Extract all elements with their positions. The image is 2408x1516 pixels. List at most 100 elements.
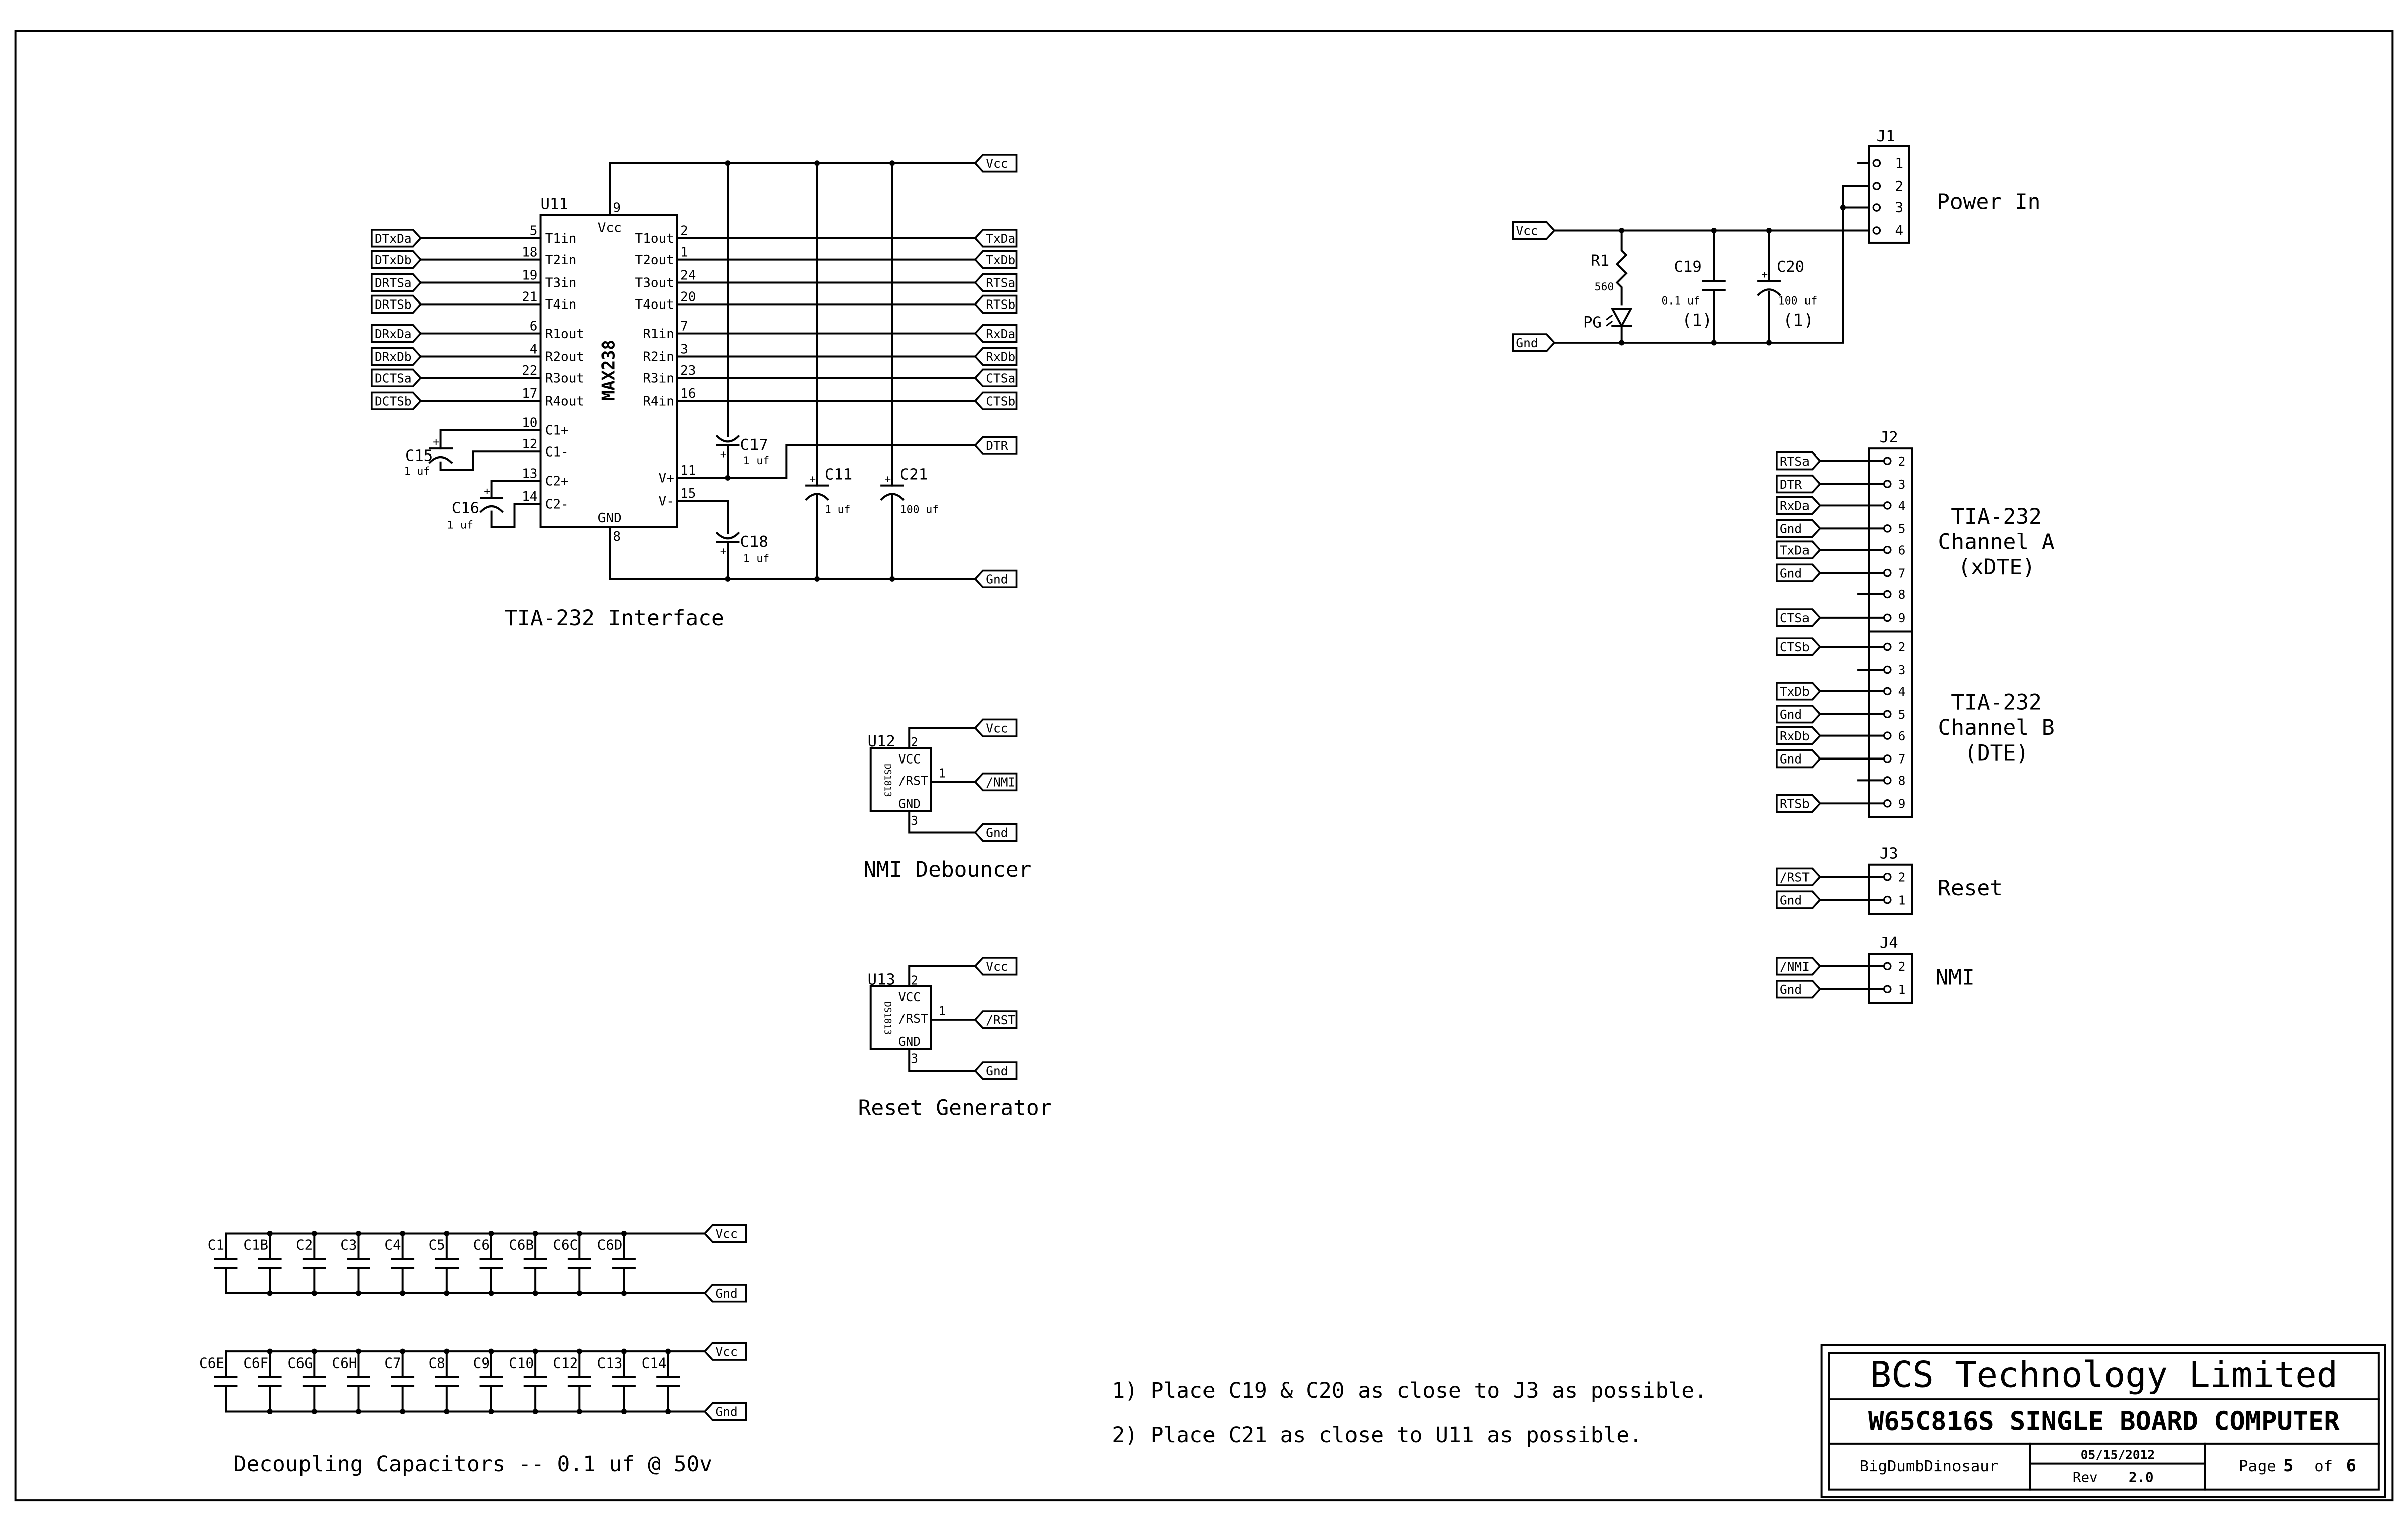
flag-outline bbox=[370, 273, 422, 292]
net-label-flag: RxDb bbox=[974, 347, 1018, 366]
flag-outline bbox=[1776, 749, 1822, 769]
pin-number: 2 bbox=[1898, 454, 1906, 469]
cap-ref: C6D bbox=[597, 1237, 623, 1253]
net-label-flag: RxDa bbox=[1776, 496, 1822, 515]
net-name: DRxDb bbox=[375, 350, 412, 364]
c18-ref: C18 bbox=[740, 533, 768, 551]
of-label: of bbox=[2314, 1458, 2333, 1475]
c18-curved-plate bbox=[715, 531, 740, 540]
pin-number: 7 bbox=[680, 319, 688, 334]
gnd-power-wire bbox=[1553, 185, 1870, 344]
pin-name: R2out bbox=[545, 350, 584, 365]
junction-dot bbox=[355, 1290, 361, 1296]
net-name: RxDa bbox=[986, 327, 1015, 341]
pin-circle bbox=[1883, 799, 1892, 808]
flag-outline bbox=[370, 347, 422, 366]
net-label-flag: Gnd bbox=[1776, 749, 1822, 769]
pin-circle bbox=[1883, 590, 1892, 599]
c18-wire bbox=[676, 500, 729, 534]
j2-ref: J2 bbox=[1880, 429, 1898, 446]
pin-number: 2 bbox=[680, 224, 688, 239]
net-name: DCTSa bbox=[375, 371, 412, 386]
flag-outline bbox=[1776, 637, 1822, 656]
flag-outline bbox=[1776, 682, 1822, 701]
section-title-channel_b: (DTE) bbox=[1964, 741, 2029, 766]
net-label-flag: DRxDa bbox=[370, 324, 422, 343]
net-label-flag: Gnd bbox=[1776, 980, 1822, 999]
net-label-flag: DCTSb bbox=[370, 391, 422, 410]
flag-outline bbox=[1776, 451, 1822, 471]
net-name: Gnd bbox=[1780, 893, 1802, 907]
net-label-flag: Vcc bbox=[974, 957, 1018, 976]
pin-number: 7 bbox=[1898, 566, 1906, 580]
pin-number: 4 bbox=[1898, 499, 1906, 513]
j4-ref: J4 bbox=[1880, 934, 1898, 952]
junction-dot bbox=[311, 1409, 317, 1415]
flag-outline bbox=[974, 772, 1018, 792]
c16-plus-sign: + bbox=[484, 485, 490, 498]
junction-dot bbox=[488, 1348, 494, 1354]
pin-number: 1 bbox=[1895, 155, 1904, 171]
pin-circle bbox=[1872, 182, 1881, 190]
j3-ref: J3 bbox=[1880, 845, 1898, 863]
pin-name: T2in bbox=[545, 253, 577, 268]
junction-dot bbox=[576, 1230, 582, 1236]
c20-ref: C20 bbox=[1777, 258, 1804, 276]
junction-dot bbox=[267, 1348, 273, 1354]
c18-value: 1 uf bbox=[743, 553, 770, 565]
page-number: 5 bbox=[2283, 1456, 2293, 1475]
flag-outline bbox=[1776, 496, 1822, 515]
cap-ref: C6F bbox=[243, 1355, 268, 1371]
net-name: /NMI bbox=[1780, 959, 1810, 974]
net-label-flag: DTxDa bbox=[370, 229, 422, 248]
junction-dot bbox=[355, 1348, 361, 1354]
pin-number: 2 bbox=[1895, 178, 1904, 194]
flag-outline bbox=[370, 250, 422, 269]
pin-number: 15 bbox=[680, 486, 696, 501]
pin-circle bbox=[1883, 545, 1892, 554]
net-label-flag: CTSa bbox=[1776, 608, 1822, 627]
net-label-flag: Vcc bbox=[1512, 221, 1556, 240]
cap-ref: C8 bbox=[429, 1355, 445, 1371]
net-name: DTR bbox=[986, 438, 1008, 453]
net-name: CTSa bbox=[1780, 611, 1810, 625]
net-label-flag: Gnd bbox=[974, 1061, 1018, 1080]
net-label-flag: /RST bbox=[974, 1010, 1018, 1029]
page-label: Page bbox=[2239, 1458, 2276, 1475]
pin-name: R4out bbox=[545, 394, 584, 409]
net-label-flag: TxDa bbox=[1776, 540, 1822, 559]
led-triangle bbox=[1610, 308, 1633, 328]
pin-name: T3out bbox=[635, 276, 674, 291]
pin-number: 21 bbox=[522, 289, 537, 305]
net-label-flag: DTR bbox=[974, 436, 1018, 455]
c16-ref: C16 bbox=[452, 500, 479, 517]
pin-name: /RST bbox=[898, 1011, 928, 1026]
pin-number: 8 bbox=[1898, 774, 1906, 788]
c16-curved-plate bbox=[479, 505, 504, 513]
pin-circle bbox=[1872, 159, 1881, 168]
junction-dot bbox=[488, 1290, 494, 1296]
net-name: Vcc bbox=[716, 1227, 738, 1241]
flag-outline bbox=[1776, 474, 1822, 494]
flag-outline bbox=[370, 368, 422, 388]
junction-dot bbox=[444, 1348, 450, 1354]
pin-name: T4in bbox=[545, 297, 577, 313]
section-title-channel_a: TIA-232 bbox=[1951, 504, 2042, 529]
c17-curved-plate bbox=[715, 434, 740, 443]
cap-ref: C1 bbox=[208, 1237, 224, 1253]
pin-name: T3in bbox=[545, 276, 577, 291]
flag-outline bbox=[974, 154, 1018, 173]
net-name: DCTSb bbox=[375, 394, 412, 408]
net-name: Gnd bbox=[986, 826, 1008, 840]
cap-ref: C6 bbox=[473, 1237, 490, 1253]
flag-outline bbox=[974, 569, 1018, 589]
pin-circle bbox=[1883, 895, 1892, 904]
flag-outline bbox=[370, 294, 422, 314]
section-title-interface: TIA-232 Interface bbox=[504, 605, 724, 631]
net-label-flag: CTSb bbox=[974, 391, 1018, 410]
net-label-flag: Vcc bbox=[974, 718, 1018, 737]
net-name: RxDa bbox=[1780, 499, 1810, 513]
section-title-nmi: NMI bbox=[1935, 965, 1974, 990]
c11-ref: C11 bbox=[825, 466, 852, 483]
pin-number: 5 bbox=[1898, 522, 1906, 536]
